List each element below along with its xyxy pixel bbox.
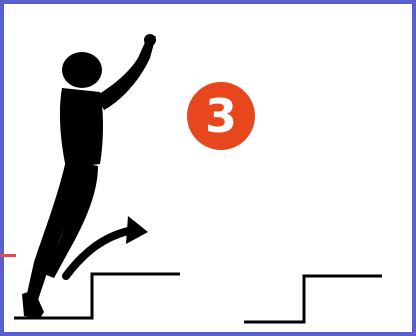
stair-step-right-icon bbox=[244, 276, 382, 322]
step-number-badge: 3 bbox=[187, 82, 255, 150]
